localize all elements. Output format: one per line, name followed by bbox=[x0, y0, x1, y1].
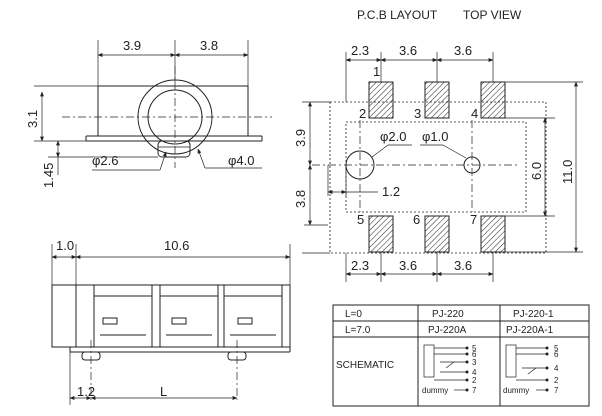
dim-side-L: L bbox=[160, 384, 167, 399]
pad-7 bbox=[480, 215, 506, 253]
dim-pcb-right-outer: 11.0 bbox=[560, 160, 575, 184]
side-contact-3 bbox=[237, 317, 253, 325]
dim-side-pin-offset: 1.2 bbox=[77, 384, 95, 399]
side-contact-2 bbox=[171, 317, 187, 325]
dim-front-body-dia: φ4.0 bbox=[228, 153, 255, 168]
side-contact-1 bbox=[102, 317, 118, 325]
schematic-left: 5 6 3 4 2 7 dummy bbox=[422, 344, 477, 395]
dim-hole-large: φ2.0 bbox=[380, 129, 407, 144]
table-r1-c3: PJ-220-1 bbox=[513, 309, 554, 320]
table-r1-c2: PJ-220 bbox=[432, 309, 464, 320]
pad-4-upper bbox=[480, 81, 506, 119]
sch-right-pin-2: 2 bbox=[554, 376, 559, 385]
top-view-title: TOP VIEW bbox=[463, 8, 522, 22]
dim-side-tab: 1.0 bbox=[56, 238, 74, 253]
dim-pcb-bottom-b: 3.6 bbox=[399, 258, 417, 273]
jack-inner-circle bbox=[147, 89, 203, 145]
table-r2-c3: PJ-220A-1 bbox=[506, 325, 554, 336]
dim-pcb-top-c: 3.6 bbox=[454, 43, 472, 58]
dim-side-length: 10.6 bbox=[164, 238, 189, 253]
dim-pcb-bottom-a: 2.3 bbox=[351, 258, 369, 273]
dim-hole-small: φ1.0 bbox=[422, 129, 449, 144]
sch-right-pin-6: 6 bbox=[554, 350, 559, 359]
dim-pcb-top-b: 3.6 bbox=[399, 43, 417, 58]
sch-left-dummy: dummy bbox=[422, 386, 448, 395]
spec-table: L=0 PJ-220 PJ-220-1 L=7.0 PJ-220A PJ-220… bbox=[332, 304, 590, 407]
schematic-right: 5 6 4 2 7 dummy bbox=[503, 344, 559, 395]
sch-left-pin-4: 4 bbox=[472, 368, 477, 377]
side-view: 1.0 10.6 1.2 L bbox=[51, 238, 291, 405]
table-r2-c2: PJ-220A bbox=[428, 325, 467, 336]
hole-small bbox=[463, 156, 481, 174]
pad-label-6: 6 bbox=[413, 212, 420, 227]
pad-label-2: 2 bbox=[359, 106, 366, 121]
sch-right-pin-5: 5 bbox=[554, 344, 559, 353]
pad-label-5: 5 bbox=[357, 212, 364, 227]
pad-1-upper bbox=[368, 81, 394, 119]
pad-6 bbox=[424, 215, 450, 253]
dim-pcb-bottom-c: 3.6 bbox=[454, 258, 472, 273]
pcb-layout-view: 2.3 3.6 3.6 1 2 3 4 5 6 7 φ2.0 φ1.0 bbox=[293, 43, 583, 282]
front-view: 3.9 3.8 3.1 1.45 φ2.6 φ4.0 bbox=[25, 38, 272, 188]
pad-label-3: 3 bbox=[414, 106, 421, 121]
schematic-label: SCHEMATIC bbox=[336, 360, 394, 371]
sch-right-pin-4: 4 bbox=[554, 364, 559, 373]
pcb-layout-title: P.C.B LAYOUT bbox=[357, 8, 438, 22]
dim-pcb-top-a: 2.3 bbox=[351, 43, 369, 58]
dim-pcb-right-inner: 6.0 bbox=[529, 162, 544, 180]
dim-front-height-lower: 1.45 bbox=[41, 163, 56, 188]
sch-left-pin-5: 5 bbox=[472, 344, 477, 353]
pad-label-7: 7 bbox=[470, 212, 477, 227]
pad-5 bbox=[368, 215, 394, 253]
sch-left-pin-7: 7 bbox=[472, 386, 477, 395]
dim-front-pin-dia: φ2.6 bbox=[92, 153, 119, 168]
sch-left-pin-3: 3 bbox=[472, 358, 477, 367]
table-r1-c1: L=0 bbox=[345, 309, 362, 320]
dim-pcb-left-lower: 3.8 bbox=[293, 190, 308, 208]
pad-3 bbox=[424, 81, 450, 119]
sch-right-pin-7: 7 bbox=[554, 386, 559, 395]
dim-front-right-width: 3.8 bbox=[200, 38, 218, 53]
dim-pcb-left-upper: 3.9 bbox=[293, 129, 308, 147]
dim-front-left-width: 3.9 bbox=[123, 38, 141, 53]
pad-label-1: 1 bbox=[373, 64, 380, 79]
sch-left-pin-6: 6 bbox=[472, 350, 477, 359]
front-pin bbox=[157, 140, 191, 158]
sch-right-dummy: dummy bbox=[503, 386, 529, 395]
table-r2-c1: L=7.0 bbox=[345, 325, 371, 336]
jack-outer-circle bbox=[137, 79, 213, 155]
pad-label-4: 4 bbox=[471, 106, 478, 121]
sch-left-pin-2: 2 bbox=[472, 376, 477, 385]
dim-front-height-upper: 3.1 bbox=[25, 110, 40, 128]
dim-pcb-offset: 1.2 bbox=[382, 184, 400, 199]
